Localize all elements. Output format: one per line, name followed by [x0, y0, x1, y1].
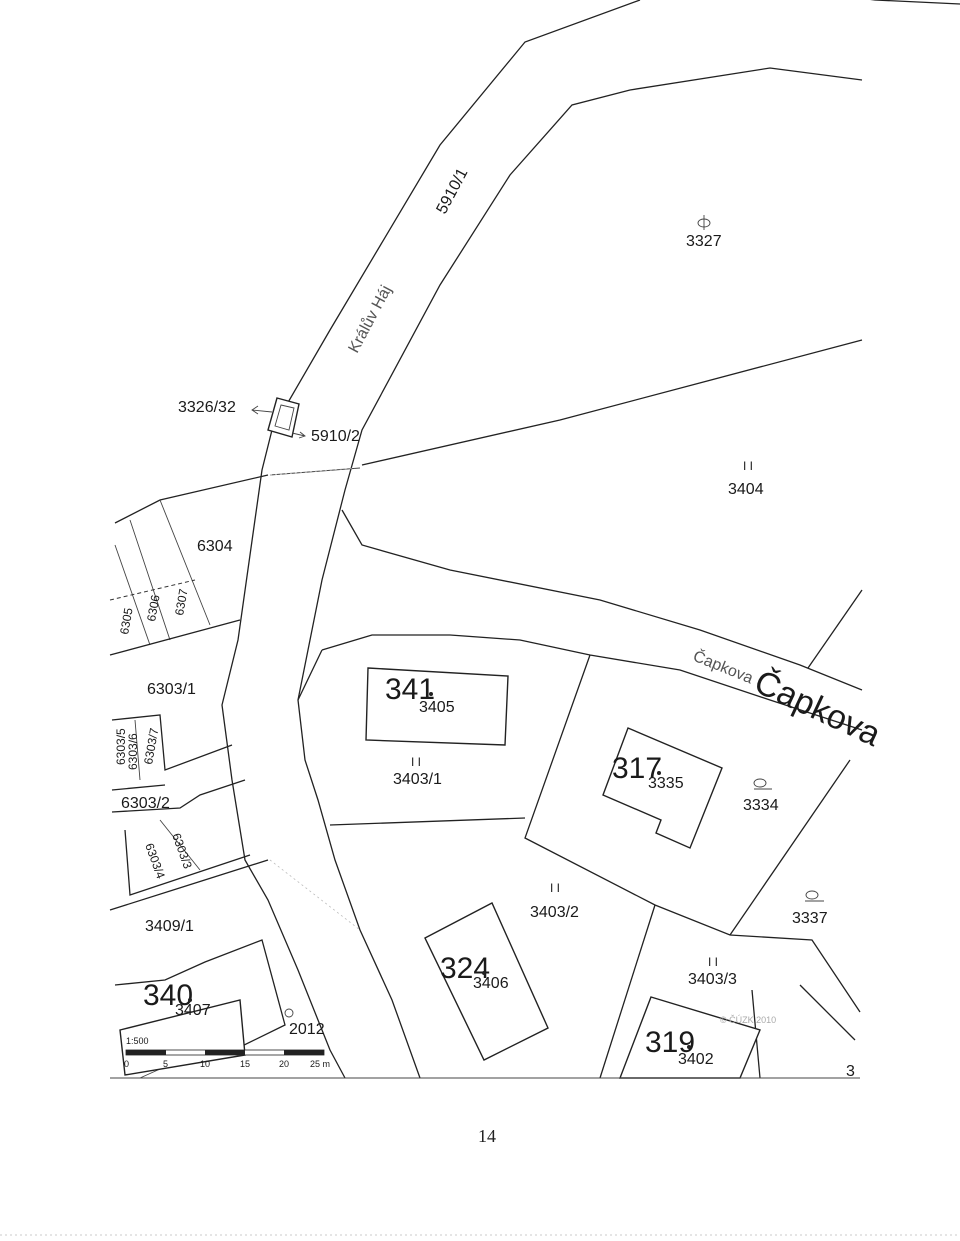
label-6306: 6306	[144, 593, 162, 622]
label-6307: 6307	[172, 587, 190, 616]
road-kraluv-haj	[221, 0, 960, 1079]
label-6303-6: 6303/6	[126, 733, 140, 770]
building-324	[424, 902, 549, 1061]
scale-ratio: 1:500	[126, 1036, 149, 1046]
label-building-340: 340	[143, 979, 193, 1012]
structure-3326-32	[251, 397, 306, 439]
scale-tick-15: 15	[240, 1059, 250, 1069]
label-6305: 6305	[117, 606, 135, 635]
label-5910-1: 5910/1	[434, 166, 472, 217]
label-6303-5: 6303/5	[114, 728, 128, 765]
label-building-319: 319	[645, 1026, 695, 1059]
building-341	[365, 667, 509, 746]
page-number: 14	[478, 1126, 496, 1146]
parcel-boundaries	[109, 339, 863, 1079]
label-3405: 3405	[419, 699, 455, 716]
label-3402: 3402	[678, 1051, 714, 1068]
definition-point-341	[429, 692, 433, 696]
label-3404: 3404	[728, 481, 764, 498]
label-year-2012: 2012	[289, 1021, 325, 1038]
label-3335: 3335	[648, 775, 684, 792]
label-6303-1: 6303/1	[147, 681, 196, 698]
street-label-capkova-small: Čapkova	[691, 646, 757, 687]
label-3403-1: 3403/1	[393, 771, 442, 788]
scale-tick-25m: 25 m	[310, 1059, 330, 1069]
definition-point-324	[482, 971, 486, 975]
building-317	[602, 727, 723, 849]
label-building-317: 317	[612, 752, 662, 785]
label-6304: 6304	[197, 538, 233, 555]
marker-3337	[805, 890, 824, 902]
definition-point-317	[657, 771, 661, 775]
label-3327: 3327	[686, 233, 722, 250]
buildings	[119, 667, 761, 1079]
marker-ii-3403-3: I I	[708, 955, 718, 969]
definition-point-340	[188, 998, 192, 1002]
label-3406: 3406	[473, 975, 509, 992]
scale-tick-5: 5	[163, 1059, 168, 1069]
road-west-edge	[221, 0, 641, 1079]
street-label-capkova-large: Čapkova	[749, 663, 887, 754]
scale-bar: 1:500 0 5 10 15 20 25 m	[124, 1036, 330, 1069]
label-6303-4: 6303/4	[142, 841, 168, 881]
marker-3327	[697, 215, 711, 230]
label-3409-1: 3409/1	[145, 918, 194, 935]
label-6303-2: 6303/2	[121, 795, 170, 812]
scale-tick-20: 20	[279, 1059, 289, 1069]
scale-tick-0: 0	[124, 1059, 129, 1069]
label-3403-2: 3403/2	[530, 904, 579, 921]
label-5910-2: 5910/2	[311, 428, 360, 445]
scale-tick-10: 10	[200, 1059, 210, 1069]
label-building-341: 341	[385, 673, 435, 706]
label-building-324: 324	[440, 952, 490, 985]
label-6303-7: 6303/7	[141, 727, 161, 766]
marker-ii-3404: I I	[743, 459, 753, 473]
label-3403-3: 3403/3	[688, 971, 737, 988]
marker-ii-3403-1: I I	[411, 755, 421, 769]
marker-ii-3403-2: I I	[550, 881, 560, 895]
definition-point-319	[687, 1045, 691, 1049]
marker-3334	[753, 778, 772, 790]
label-3407: 3407	[175, 1002, 211, 1019]
road-east-edge	[297, 0, 960, 1079]
label-3337: 3337	[792, 910, 828, 927]
label-6303-3: 6303/3	[169, 831, 195, 871]
label-3334: 3334	[743, 797, 779, 814]
label-cut-parcel: 3	[846, 1063, 855, 1080]
survey-point-2012	[284, 1008, 294, 1018]
label-3326-32: 3326/32	[178, 399, 236, 416]
copyright-mark: © ČÚZK 2010	[720, 1015, 776, 1025]
